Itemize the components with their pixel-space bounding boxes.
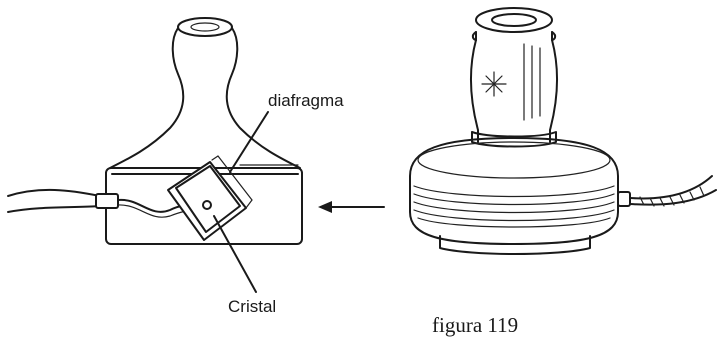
exterior-base [410,138,618,244]
diaphragm-label: diafragma [268,91,344,110]
crystal-label: Cristal [228,297,276,316]
direction-arrow [318,201,384,213]
cable-left [8,190,100,196]
exterior-mouthpiece [471,40,478,142]
cross-section-drawing [8,18,302,292]
exterior-drawing [410,8,716,254]
mouthpiece-outline [110,28,183,168]
figure-caption: figura 119 [432,313,518,337]
mouthpiece-opening [178,18,232,36]
crystal-leader-line [214,216,256,292]
